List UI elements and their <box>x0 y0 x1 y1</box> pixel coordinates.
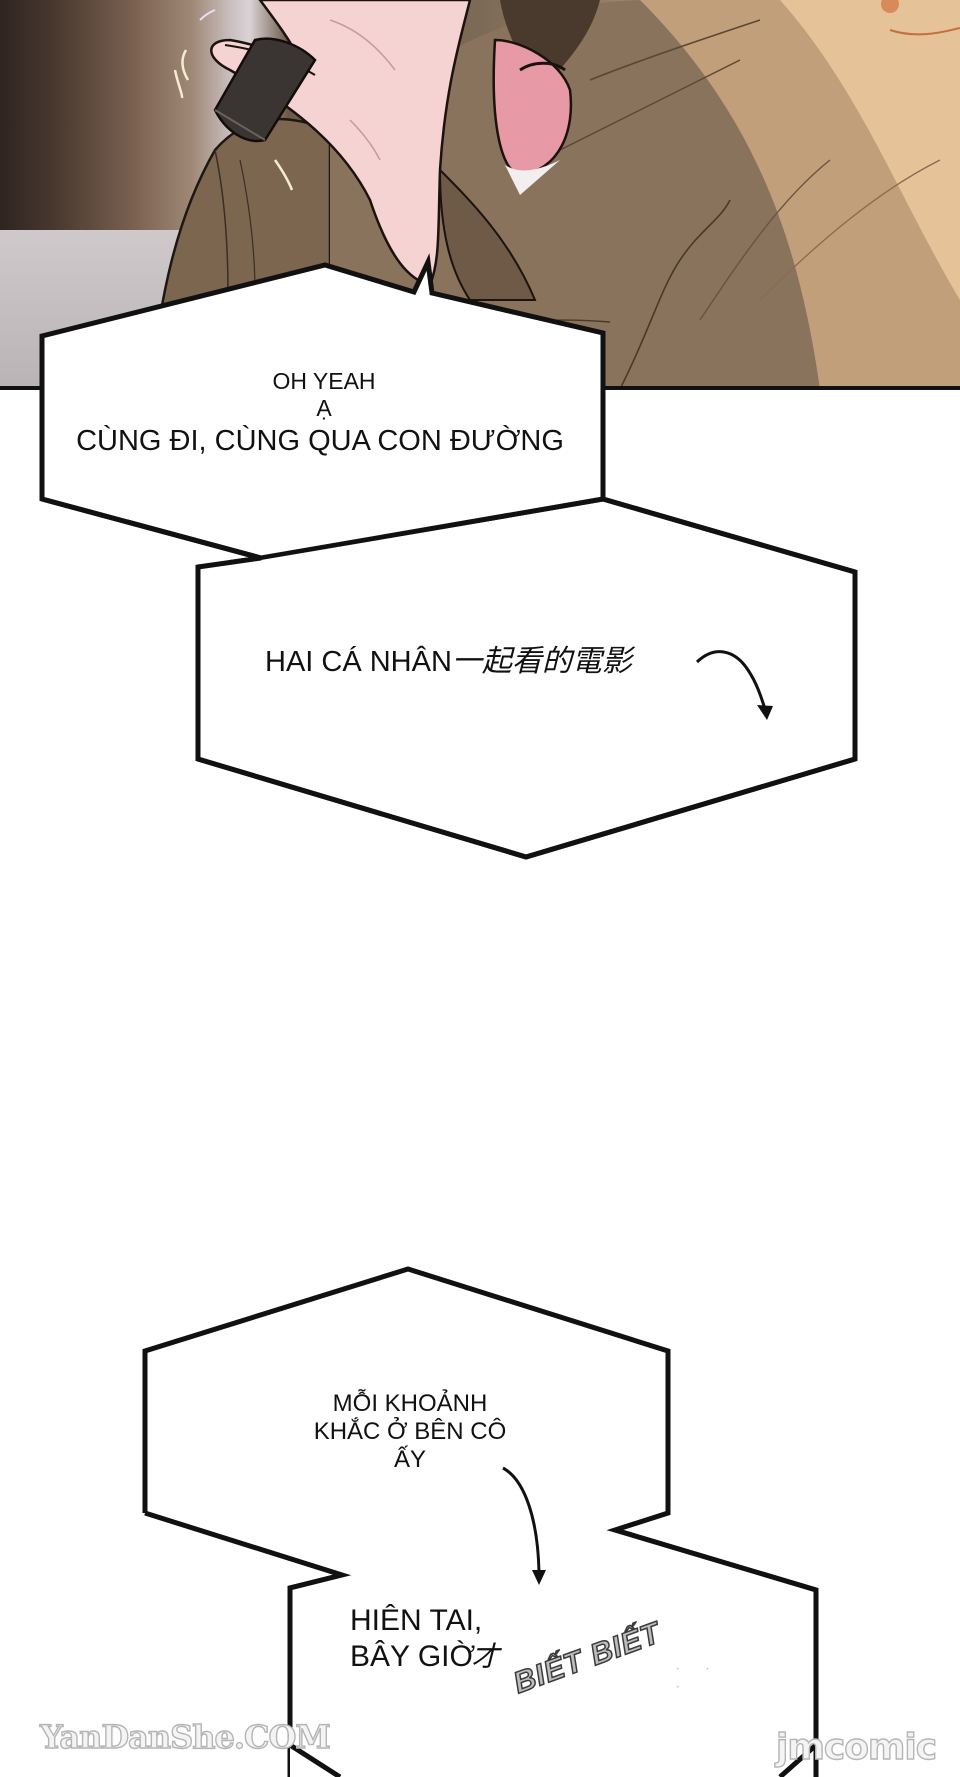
bubble-4-line-2: BÂY GIỜ才 <box>350 1639 499 1675</box>
bubble-3-line-2: KHẮC Ở BÊN CÔ <box>313 1418 507 1445</box>
bubble-3-text: MỖI KHOẢNH KHẮC Ở BÊN CÔ ẤY <box>290 1390 530 1474</box>
watermark-left: YanDanShe.COM <box>39 1717 331 1756</box>
bubble-4-line-2-latin: BÂY GIỜ <box>350 1640 476 1673</box>
speech-bubble-1 <box>39 253 858 860</box>
bubble-4-cjk: 才 <box>471 1640 500 1673</box>
bubble-2-latin: HAI CÁ NHÂN <box>265 646 452 678</box>
bubble-1-line-3: CÙNG ĐI, CÙNG QUA CON ĐƯỜNG <box>76 425 564 457</box>
speech-bubble-3 <box>142 1266 819 1777</box>
bubble-4-text: HIÊN TAI, BÂY GIỜ才 <box>350 1603 499 1675</box>
bubble-1-line-2: Ạ <box>316 395 332 421</box>
bubble-2-cjk: 一起看的電影 <box>451 644 632 679</box>
character-illustration <box>148 0 960 389</box>
sound-effect-trail: · · · <box>675 1660 721 1695</box>
bubble-1-line-1: OH YEAH <box>272 368 376 394</box>
artwork-panel <box>0 0 960 389</box>
bubble-2-text: HAI CÁ NHÂN一起看的電影 <box>265 645 632 679</box>
bubble-3-line-1: MỖI KHOẢNH <box>332 1390 488 1417</box>
bubble-3-line-3: ẤY <box>393 1446 426 1473</box>
bubble-4-line-1: HIÊN TAI, <box>350 1604 483 1637</box>
watermark-right: jmcomic <box>775 1726 938 1768</box>
